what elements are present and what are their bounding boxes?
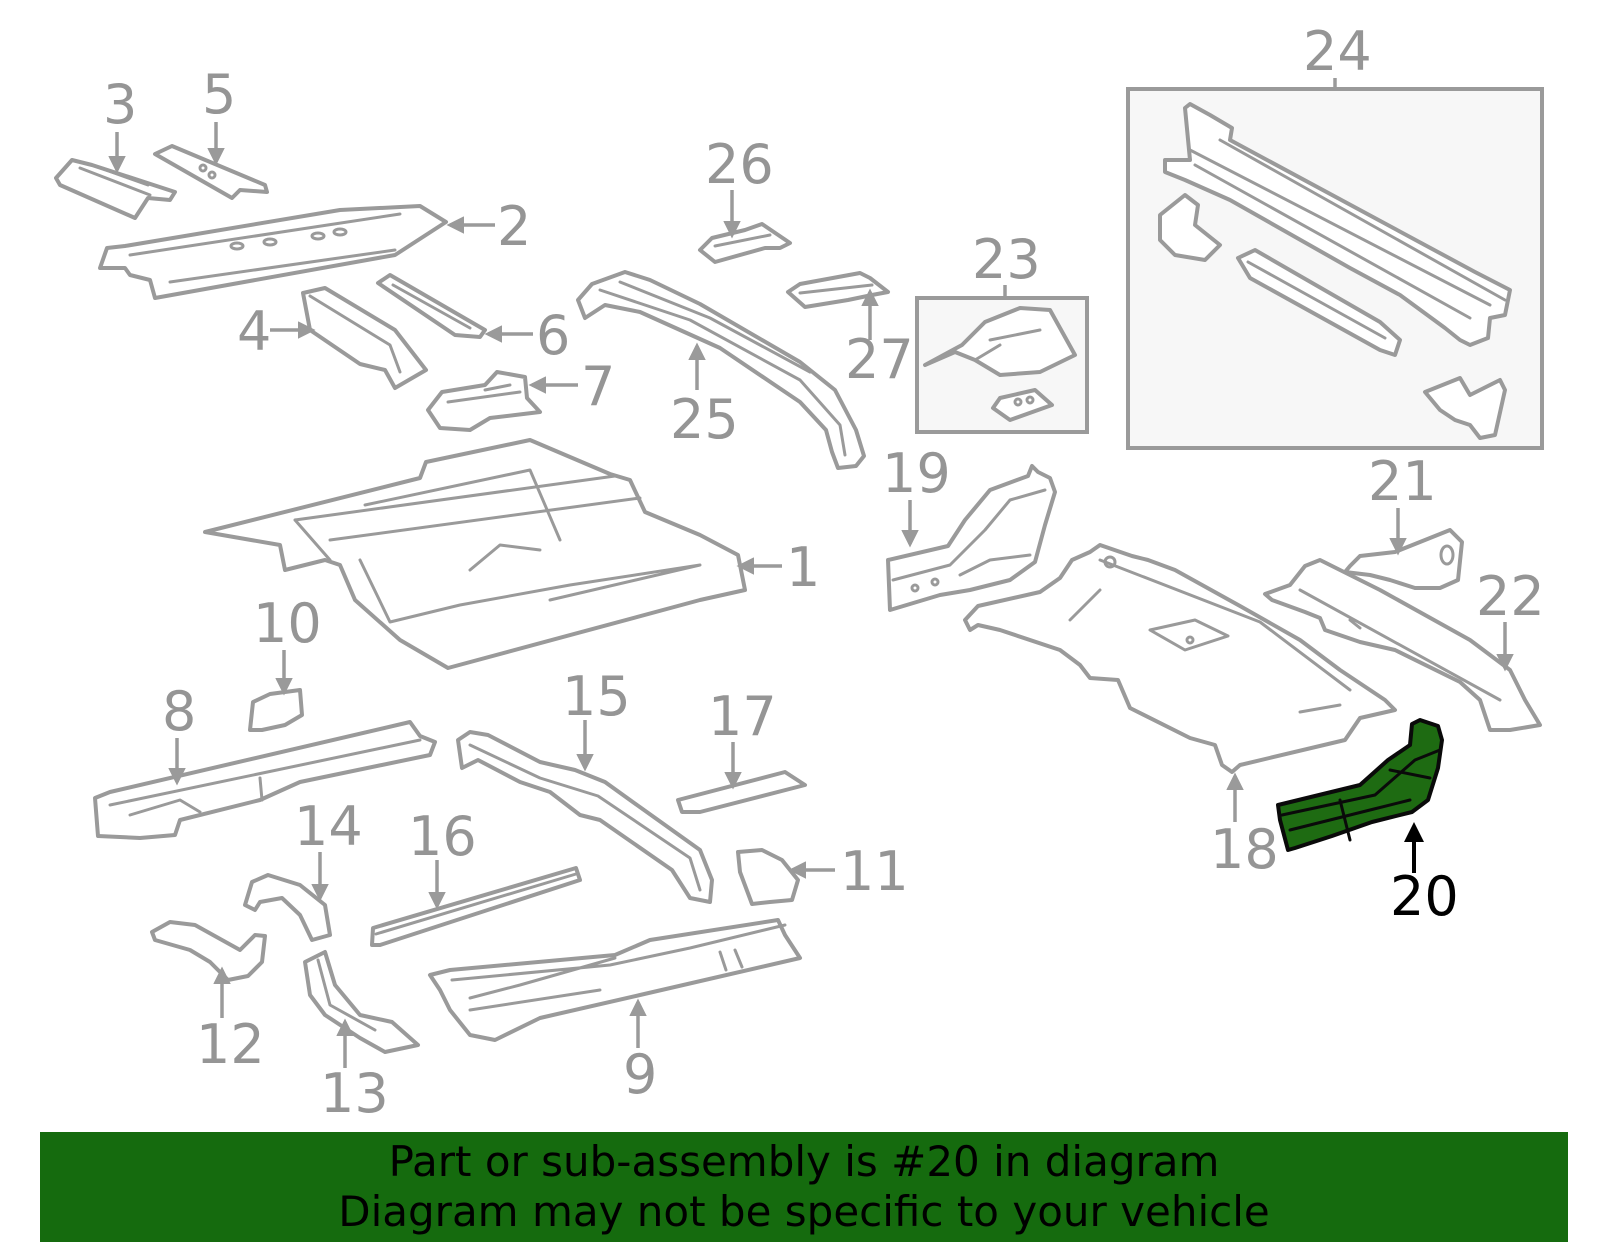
banner-line-1: Part or sub-assembly is #20 in diagram bbox=[388, 1137, 1220, 1186]
callout-8: 8 bbox=[162, 680, 196, 743]
part-15[interactable] bbox=[456, 730, 714, 904]
callout-15: 15 bbox=[562, 665, 631, 728]
callout-22: 22 bbox=[1476, 565, 1545, 628]
callout-21: 21 bbox=[1368, 450, 1437, 513]
banner-line-2: Diagram may not be specific to your vehi… bbox=[338, 1187, 1270, 1236]
callout-6: 6 bbox=[536, 304, 570, 367]
part-26[interactable] bbox=[698, 222, 792, 264]
callout-11: 11 bbox=[840, 840, 909, 903]
part-3[interactable] bbox=[54, 158, 177, 220]
callout-9: 9 bbox=[623, 1043, 657, 1106]
callout-25: 25 bbox=[670, 388, 739, 451]
callout-arrows bbox=[108, 78, 1514, 1068]
info-banner: Part or sub-assembly is #20 in diagram D… bbox=[40, 1132, 1568, 1242]
part-22[interactable] bbox=[1263, 558, 1542, 732]
part-14[interactable] bbox=[243, 873, 332, 942]
part-8[interactable] bbox=[93, 720, 437, 840]
callout-2: 2 bbox=[497, 195, 531, 258]
callout-1: 1 bbox=[786, 536, 820, 599]
part-23[interactable] bbox=[923, 306, 1077, 422]
callout-13: 13 bbox=[320, 1062, 389, 1125]
callout-7: 7 bbox=[581, 355, 615, 418]
part-25[interactable] bbox=[576, 270, 866, 470]
part-9[interactable] bbox=[428, 918, 802, 1042]
part-7[interactable] bbox=[426, 370, 542, 432]
callout-14: 14 bbox=[294, 795, 363, 858]
part-18[interactable] bbox=[963, 543, 1397, 774]
part-12[interactable] bbox=[150, 920, 267, 982]
callout-24: 24 bbox=[1303, 20, 1372, 83]
callout-18: 18 bbox=[1210, 818, 1279, 881]
callout-20-highlighted: 20 bbox=[1390, 865, 1459, 928]
part-11[interactable] bbox=[736, 848, 800, 906]
part-13[interactable] bbox=[303, 950, 420, 1054]
callout-19: 19 bbox=[882, 442, 951, 505]
callout-16: 16 bbox=[408, 805, 477, 868]
part-16[interactable] bbox=[370, 866, 582, 947]
part-17[interactable] bbox=[676, 770, 807, 814]
callout-12: 12 bbox=[196, 1013, 265, 1076]
part-10[interactable] bbox=[248, 688, 304, 732]
callout-labels: 3 5 2 4 6 7 25 26 27 23 24 1 19 21 22 18… bbox=[103, 20, 1545, 1125]
callout-4: 4 bbox=[237, 300, 271, 363]
part-6[interactable] bbox=[376, 273, 487, 339]
part-4[interactable] bbox=[301, 286, 428, 390]
part-1[interactable] bbox=[203, 438, 747, 670]
callout-10: 10 bbox=[253, 592, 322, 655]
part-19[interactable] bbox=[886, 464, 1057, 612]
callout-3: 3 bbox=[103, 73, 137, 136]
callout-23: 23 bbox=[972, 228, 1041, 291]
part-24[interactable] bbox=[1158, 102, 1512, 440]
part-27[interactable] bbox=[786, 271, 890, 309]
callout-26: 26 bbox=[705, 133, 774, 196]
callout-27: 27 bbox=[845, 328, 914, 391]
part-2[interactable] bbox=[98, 204, 448, 300]
part-20-highlighted[interactable] bbox=[1276, 718, 1444, 852]
callout-5: 5 bbox=[202, 63, 236, 126]
callout-17: 17 bbox=[708, 685, 777, 748]
part-5[interactable] bbox=[153, 144, 269, 200]
